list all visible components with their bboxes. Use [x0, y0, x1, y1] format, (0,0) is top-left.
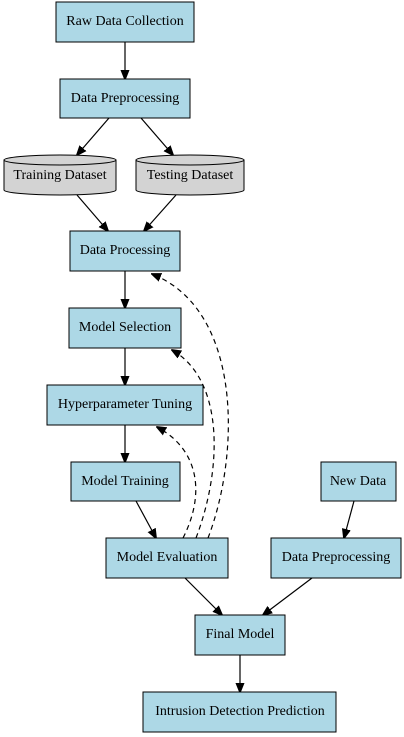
node-label: Data Preprocessing — [282, 550, 390, 565]
node-label: Model Training — [81, 474, 169, 489]
edge-evaluation-to-processing-feedback — [152, 274, 229, 539]
dataset-cylinder — [135, 159, 245, 196]
edge-evaluation-to-selection-feedback — [172, 350, 215, 539]
nodes: Raw Data Collection Data Preprocessing T… — [3, 1, 402, 733]
dataset-cylinder-top — [135, 154, 245, 166]
node-intrusion-detection-prediction: Intrusion Detection Prediction — [142, 691, 337, 733]
node-data-preprocessing-2: Data Preprocessing — [270, 537, 402, 579]
dataset-cylinder-top — [3, 154, 117, 166]
node-label: Final Model — [206, 627, 275, 642]
node-box — [55, 1, 195, 43]
node-label: Raw Data Collection — [66, 14, 183, 29]
node-box — [46, 384, 204, 426]
node-label: Data Processing — [80, 243, 171, 258]
node-hyperparameter-tuning: Hyperparameter Tuning — [46, 384, 204, 426]
node-box — [59, 78, 191, 119]
node-box — [69, 230, 181, 272]
node-box — [105, 537, 229, 579]
edge-preprocessing2-to-final — [263, 577, 313, 615]
node-label: Testing Dataset — [147, 168, 234, 183]
node-new-data: New Data — [320, 461, 397, 502]
edge-testing-to-processing — [144, 194, 177, 231]
node-final-model: Final Model — [194, 614, 286, 656]
node-box — [270, 537, 402, 579]
node-model-selection: Model Selection — [68, 307, 182, 349]
node-label: New Data — [330, 474, 387, 489]
node-label: Training Dataset — [13, 168, 106, 183]
node-box — [142, 691, 337, 733]
node-label: Intrusion Detection Prediction — [155, 704, 325, 719]
node-label: Data Preprocessing — [71, 91, 179, 106]
edge-evaluation-to-final — [184, 577, 222, 615]
dataset-cylinder — [3, 159, 117, 196]
node-data-preprocessing: Data Preprocessing — [59, 78, 191, 119]
node-raw-data-collection: Raw Data Collection — [55, 1, 195, 43]
edges — [76, 42, 355, 692]
node-label: Hyperparameter Tuning — [58, 397, 192, 412]
node-box — [70, 461, 181, 502]
edge-preprocessing-to-training — [77, 117, 110, 155]
node-testing-dataset: Testing Dataset — [135, 154, 245, 196]
node-box — [68, 307, 182, 349]
edge-newdata-to-preprocessing2 — [344, 500, 355, 538]
node-label: Model Evaluation — [117, 550, 218, 565]
node-model-training: Model Training — [70, 461, 181, 502]
node-model-evaluation: Model Evaluation — [105, 537, 229, 579]
node-training-dataset: Training Dataset — [3, 154, 117, 196]
node-data-processing: Data Processing — [69, 230, 181, 272]
node-label: Model Selection — [79, 320, 171, 335]
edge-preprocessing-to-testing — [140, 117, 173, 155]
edge-evaluation-to-tuning-feedback — [157, 427, 197, 539]
edge-training-to-evaluation — [135, 500, 156, 538]
node-box — [194, 614, 286, 656]
node-box — [320, 461, 397, 502]
edge-training-to-processing — [76, 194, 108, 231]
